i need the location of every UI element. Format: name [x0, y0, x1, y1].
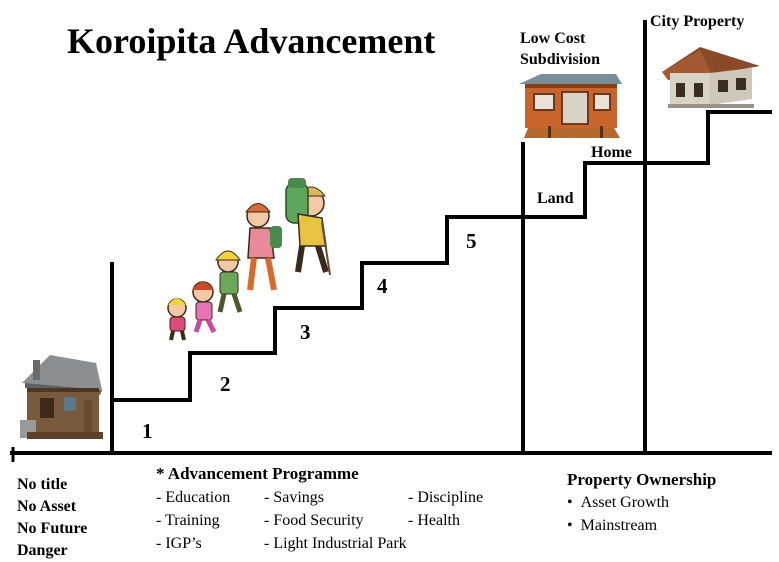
milestone-city-property: City Property	[650, 13, 745, 30]
start-status-item: No Future	[17, 520, 88, 537]
programme-item: - IGP’s	[156, 535, 202, 552]
start-status-list: No title No Asset No Future Danger	[17, 474, 87, 562]
programme-item: - Food Security	[264, 512, 364, 529]
programme-col-3: - Discipline - Health	[408, 486, 483, 532]
milestone-home: Home	[591, 144, 632, 161]
start-status-item: No Asset	[17, 498, 77, 515]
ownership-list: • Asset Growth • Mainstream	[567, 491, 669, 537]
bullet-icon: •	[567, 517, 581, 534]
programme-item: - Health	[408, 512, 460, 529]
stair-steps	[112, 110, 772, 402]
climbing-family-image	[167, 178, 331, 341]
programme-col-2: - Savings - Food Security - Light Indust…	[264, 486, 407, 555]
step-number-4: 4	[377, 274, 388, 298]
programme-col-1: - Education - Training - IGP’s	[156, 486, 230, 555]
milestone-low-cost: Low Cost Subdivision	[520, 30, 601, 68]
programme-heading: * Advancement Programme	[156, 464, 359, 483]
step-number-2: 2	[220, 372, 231, 396]
ownership-item: Asset Growth	[580, 494, 670, 511]
programme-item: - Training	[156, 512, 220, 529]
wooden-house-image	[519, 74, 622, 138]
shack-image	[20, 355, 103, 439]
bullet-icon: •	[567, 494, 581, 511]
programme-item: - Discipline	[408, 489, 484, 506]
page-title: Koroipita Advancement	[67, 21, 436, 61]
step-number-3: 3	[300, 320, 311, 344]
step-number-5: 5	[466, 229, 477, 253]
ownership-heading: Property Ownership	[567, 470, 717, 489]
start-status-item: Danger	[17, 542, 68, 559]
start-status-item: No title	[17, 476, 68, 493]
step-number-1: 1	[142, 419, 153, 443]
ownership-item: Mainstream	[580, 517, 658, 534]
programme-item: - Savings	[264, 489, 324, 506]
milestone-land: Land	[537, 190, 574, 207]
programme-item: - Education	[156, 489, 231, 506]
city-house-image	[662, 47, 760, 108]
programme-item: - Light Industrial Park	[264, 535, 407, 552]
